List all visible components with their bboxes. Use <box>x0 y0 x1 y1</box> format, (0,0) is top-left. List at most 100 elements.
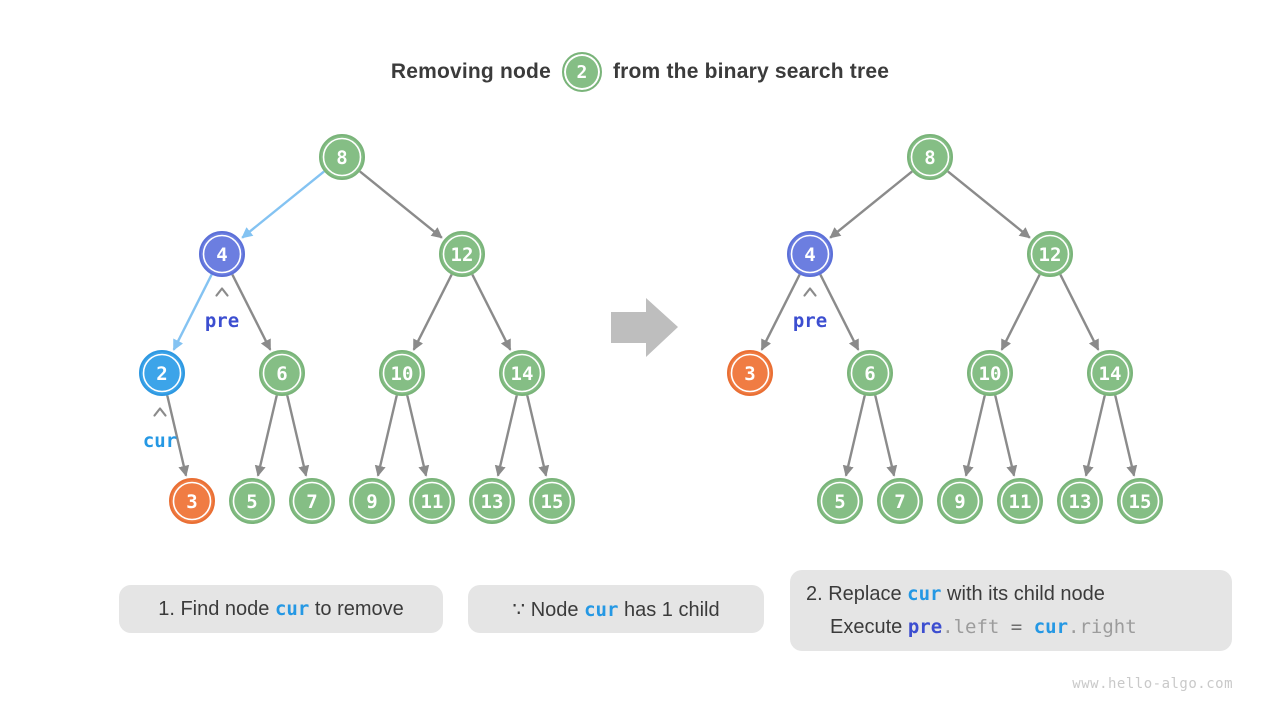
node-value: 5 <box>834 491 845 513</box>
tree-after-node-12: 12 <box>1027 231 1073 277</box>
node-value: 13 <box>481 491 504 513</box>
pointer-pre-after: pre <box>793 287 827 332</box>
edge-after-4-6 <box>819 273 860 351</box>
caption-segment: .left <box>942 615 1000 638</box>
edge-after-10-9 <box>962 395 986 477</box>
tree-after-node-11: 11 <box>997 478 1043 524</box>
node-value: 7 <box>306 491 317 513</box>
tree-before-node-7: 7 <box>289 478 335 524</box>
pointer-cur-before: cur <box>143 407 177 452</box>
transition-arrow-icon <box>611 298 678 357</box>
pointer-pre-before: pre <box>205 287 239 332</box>
edge-before-8-12 <box>359 170 443 239</box>
node-value: 5 <box>246 491 257 513</box>
caption-segment: cur <box>907 582 942 605</box>
node-value: 6 <box>864 363 875 385</box>
caption-line: ∵ Node cur has 1 child <box>512 597 719 622</box>
tree-after-node-3: 3 <box>727 350 773 396</box>
caption-segment: ∵ Node <box>512 598 585 621</box>
pointer-label: pre <box>205 310 239 332</box>
caption-node-has-one-child: ∵ Node cur has 1 child <box>468 585 764 633</box>
edge-before-8-4 <box>241 170 325 239</box>
node-value: 12 <box>1039 244 1062 266</box>
caption-line: 2. Replace cur with its child node <box>806 578 1105 611</box>
caption-line: Execute pre.left = cur.right <box>830 611 1137 644</box>
edge-after-12-14 <box>1059 273 1100 351</box>
caption-find-node: 1. Find node cur to remove <box>119 585 443 633</box>
node-value: 2 <box>156 363 167 385</box>
tree-after-node-4: 4 <box>787 231 833 277</box>
caret-up-icon <box>215 287 229 297</box>
node-value: 4 <box>804 244 815 266</box>
node-value: 4 <box>216 244 227 266</box>
node-value: 9 <box>366 491 377 513</box>
caption-segment: to remove <box>309 597 404 620</box>
node-value: 7 <box>894 491 905 513</box>
edge-after-6-7 <box>874 395 898 477</box>
edge-before-10-9 <box>374 395 398 477</box>
caption-segment: with its child node <box>941 582 1105 605</box>
pointer-label: cur <box>143 430 177 452</box>
node-value: 10 <box>391 363 414 385</box>
edge-before-10-11 <box>406 395 430 477</box>
node-value: 14 <box>511 363 534 385</box>
caption-segment: = <box>999 615 1034 638</box>
edge-after-12-10 <box>1000 273 1041 351</box>
tree-before-node-11: 11 <box>409 478 455 524</box>
tree-after-node-9: 9 <box>937 478 983 524</box>
tree-after-node-15: 15 <box>1117 478 1163 524</box>
caption-segment: pre <box>907 615 943 638</box>
caret-up-icon <box>803 287 817 297</box>
tree-before-node-4: 4 <box>199 231 245 277</box>
title-suffix: from the binary search tree <box>612 60 890 83</box>
node-value: 11 <box>1009 491 1032 513</box>
edge-before-14-15 <box>526 395 550 477</box>
edge-after-8-12 <box>947 170 1031 239</box>
title-node-value: 2 <box>576 61 588 83</box>
caption-segment: cur <box>274 597 310 620</box>
tree-after-node-7: 7 <box>877 478 923 524</box>
title-node-badge: 2 <box>561 52 602 92</box>
tree-before-node-5: 5 <box>229 478 275 524</box>
tree-before-node-9: 9 <box>349 478 395 524</box>
edge-before-6-7 <box>286 395 310 477</box>
edge-before-2-3 <box>166 395 190 477</box>
node-value: 9 <box>954 491 965 513</box>
caption-segment: cur <box>584 598 619 621</box>
edge-before-12-10 <box>412 273 453 351</box>
node-value: 3 <box>186 491 197 513</box>
caption-segment: .right <box>1068 615 1137 638</box>
edge-before-14-13 <box>494 395 518 477</box>
edge-before-6-5 <box>254 395 278 477</box>
caption-line: 1. Find node cur to remove <box>158 598 404 621</box>
tree-after: 8 4 12 3 6 10 14 5 7 9 11 13 15 pre <box>727 134 1163 524</box>
edge-after-14-15 <box>1114 395 1138 477</box>
tree-before-node-3: 3 <box>169 478 215 524</box>
tree-before-node-13: 13 <box>469 478 515 524</box>
tree-after-node-14: 14 <box>1087 350 1133 396</box>
edge-after-10-11 <box>994 395 1018 477</box>
tree-after-node-8: 8 <box>907 134 953 180</box>
node-value: 15 <box>1129 491 1152 513</box>
caption-segment: 2. Replace <box>806 582 908 605</box>
pointer-label: pre <box>793 310 827 332</box>
title-prefix: Removing node <box>390 60 551 83</box>
tree-after-node-10: 10 <box>967 350 1013 396</box>
tree-before-node-6: 6 <box>259 350 305 396</box>
edge-before-4-2 <box>172 273 213 351</box>
caption-segment: has 1 child <box>618 598 720 621</box>
edge-after-8-4 <box>829 170 913 239</box>
node-value: 6 <box>276 363 287 385</box>
edge-after-4-3 <box>760 273 801 351</box>
tree-after-node-6: 6 <box>847 350 893 396</box>
edge-after-14-13 <box>1082 395 1106 477</box>
node-value: 3 <box>744 363 755 385</box>
tree-after-node-13: 13 <box>1057 478 1103 524</box>
watermark-text: www.hello-algo.com <box>1072 676 1233 692</box>
node-value: 14 <box>1099 363 1122 385</box>
tree-before-node-10: 10 <box>379 350 425 396</box>
